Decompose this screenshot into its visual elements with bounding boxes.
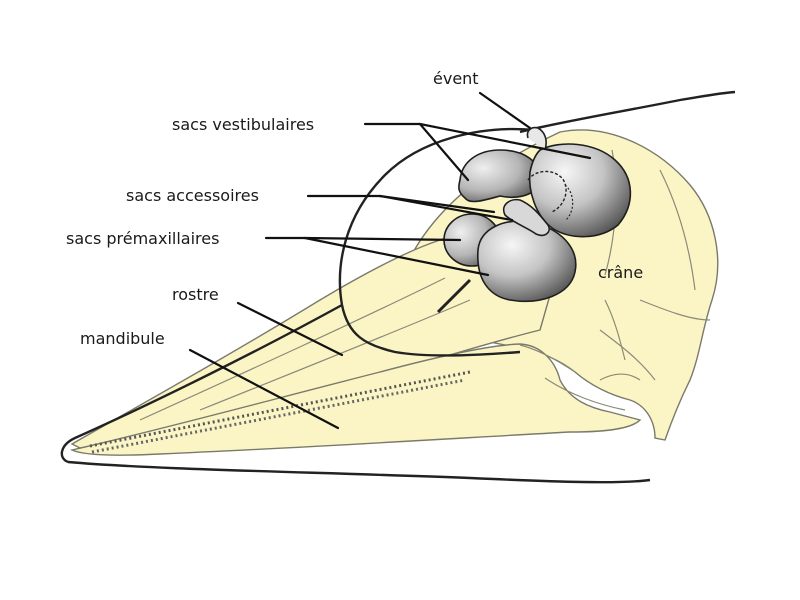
melon-outline: [338, 127, 536, 357]
label-crane: crâne: [598, 263, 643, 282]
label-event: évent: [433, 69, 479, 88]
leader-lines: [188, 91, 592, 430]
label-sacs-premaxillaires: sacs prémaxillaires: [66, 229, 219, 248]
label-rostre: rostre: [172, 285, 219, 304]
vestibular-sac-right: [528, 143, 632, 238]
mandible-bone: [69, 343, 642, 456]
vestibular-sac-left: [458, 149, 541, 203]
label-sacs-vestibulaires: sacs vestibulaires: [172, 115, 314, 134]
labels: évent sacs vestibulaires sacs accessoire…: [66, 69, 643, 348]
accessory-sac: [502, 198, 550, 237]
head-outline: [60, 90, 736, 484]
label-sacs-accessoires: sacs accessoires: [126, 186, 259, 205]
premaxillary-sac-right: [477, 220, 577, 303]
label-mandibule: mandibule: [80, 329, 165, 348]
